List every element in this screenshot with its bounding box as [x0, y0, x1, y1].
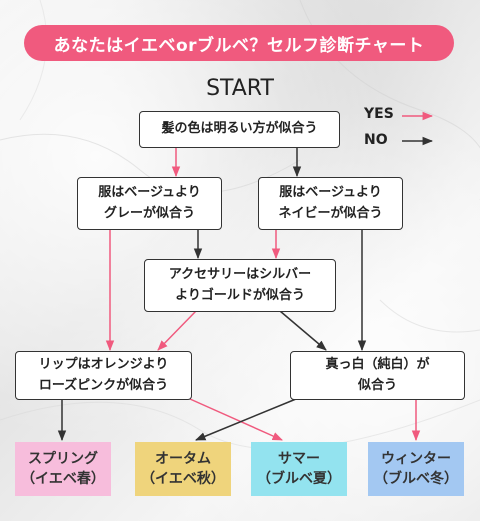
arrow-q4-q6 [279, 310, 327, 351]
arrow-q4-q5 [157, 310, 197, 351]
result-spring: スプリング （イエベ春） [15, 442, 111, 496]
question-pure-white: 真っ白（純白）が 似合う [290, 351, 465, 400]
question-hair-color: 髪の色は明るい方が似合う [139, 111, 340, 148]
legend-no-label: NO [364, 132, 388, 148]
question-gray-clothes: 服はベージュより グレーが似合う [77, 177, 222, 230]
chart-title: あなたはイエベorブルベ？セルフ診断チャート [24, 25, 454, 61]
question-lip-color: リップはオレンジより ローズピンクが似合う [15, 351, 192, 400]
arrow-q6-autumn [195, 398, 297, 441]
arrow-q5-summer [189, 398, 283, 441]
start-label: START [206, 76, 274, 101]
legend-yes-label: YES [364, 106, 394, 122]
result-summer: サマー （ブルベ夏） [251, 442, 347, 496]
question-accessory: アクセサリーはシルバー よりゴールドが似合う [144, 259, 336, 312]
result-autumn: オータム （イエベ秋） [135, 442, 231, 496]
question-navy-clothes: 服はベージュより ネイビーが似合う [258, 177, 403, 230]
result-winter: ウィンター （ブルベ冬） [368, 442, 464, 496]
